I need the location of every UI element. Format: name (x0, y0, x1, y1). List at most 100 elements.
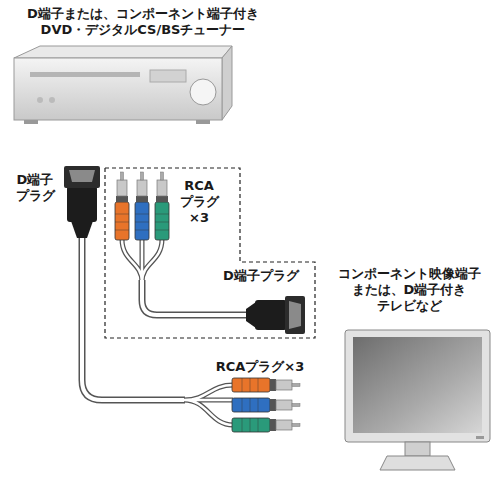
plug-label: RCAプラグ×3 (205, 359, 315, 375)
plug-sleeve (157, 180, 167, 196)
plug-pin (141, 172, 144, 180)
grip-ridge (115, 230, 129, 231)
tv-base (380, 456, 455, 470)
tuner-front (14, 58, 222, 120)
plug-face (289, 301, 301, 329)
plug-collar (136, 196, 148, 202)
plug-face (69, 170, 95, 182)
plug-pin (121, 172, 124, 180)
plug-boot (232, 398, 270, 412)
tv-neck (405, 442, 430, 456)
foot (24, 120, 38, 124)
text-holder: D端子または、コンポーネント端子付き DVD・デジタルCS/BSチューナー (18, 6, 268, 38)
tuner-side (222, 46, 232, 120)
grip-ridge (242, 418, 243, 432)
plug-collar (270, 399, 276, 411)
plug-sleeve (276, 380, 292, 390)
d-plug (64, 166, 100, 238)
grip-ridge (155, 222, 169, 223)
grip-ridge (250, 418, 251, 432)
plug-body (67, 186, 97, 222)
plug-shell (285, 296, 305, 334)
d-plug (246, 296, 305, 334)
tv-screen (353, 337, 482, 433)
text-holder: RCAプラグ×3 (205, 359, 315, 375)
grip-ridge (155, 230, 169, 231)
plug-boot (232, 418, 270, 432)
plug-label: RCA プラグ ×3 (177, 178, 221, 226)
plug-label: D端子 プラグ (10, 172, 60, 204)
foot (196, 120, 210, 124)
display (150, 70, 186, 82)
dashed-group: RCA プラグ ×3 D端子プラグ (105, 168, 315, 338)
plug-pin (292, 404, 300, 407)
plug-body (255, 300, 287, 330)
plug-boot (115, 202, 129, 240)
plug-pin (292, 424, 300, 427)
grip-ridge (242, 378, 243, 392)
text-holder: D端子 プラグ (10, 172, 60, 204)
rca-plug (115, 172, 129, 240)
device-label: コンポーネント映像端子 または、D端子付き テレビなど (326, 266, 492, 314)
tv-logo (476, 436, 484, 439)
plug-sleeve (276, 420, 292, 430)
button (37, 97, 43, 103)
grip-ridge (250, 398, 251, 412)
plug-boot (246, 302, 256, 328)
plug-sleeve (137, 180, 147, 196)
plug-sleeve (117, 180, 127, 196)
tuner-device (14, 46, 232, 124)
text-holder: D端子プラグ (213, 268, 309, 284)
cable-core (142, 280, 247, 315)
tv-set (345, 330, 490, 470)
knob (190, 79, 216, 105)
grip-ridge (135, 214, 149, 215)
cables (82, 236, 247, 425)
grip-ridge (250, 378, 251, 392)
plug-shell (64, 166, 100, 188)
plug-label: D端子プラグ (213, 268, 309, 284)
grip-ridge (115, 214, 129, 215)
rca-plug (232, 418, 300, 432)
text-holder: コンポーネント映像端子 または、D端子付き テレビなど (326, 266, 492, 314)
plug-collar (270, 419, 276, 431)
plug-pin (292, 384, 300, 387)
rca-plug (135, 172, 149, 240)
plug-collar (116, 196, 128, 202)
rca-plug (155, 172, 169, 240)
plug-boot (155, 202, 169, 240)
plug-collar (270, 379, 276, 391)
grip-ridge (258, 378, 259, 392)
grip-ridge (135, 230, 149, 231)
plug-sleeve (276, 400, 292, 410)
rca-plug (232, 398, 300, 412)
grip-ridge (155, 214, 169, 215)
grip-ridge (258, 398, 259, 412)
grip-ridge (242, 398, 243, 412)
cable-fan-core (122, 239, 162, 282)
cable-fan-outline (184, 385, 233, 425)
plug-boot (135, 202, 149, 240)
grip-ridge (135, 222, 149, 223)
grip-ridge (258, 418, 259, 432)
button (49, 97, 55, 103)
rca-plug (232, 378, 300, 392)
device-label: D端子または、コンポーネント端子付き DVD・デジタルCS/BSチューナー (18, 6, 268, 38)
plug-pin (161, 172, 164, 180)
cable-outline (142, 280, 247, 315)
tuner-top (14, 46, 232, 58)
plug-boot (71, 221, 93, 238)
dashed-outline (105, 168, 315, 338)
dashed-outline-svg (105, 168, 315, 338)
plug-collar (156, 196, 168, 202)
disc-slot (30, 72, 140, 77)
grip-ridge (115, 222, 129, 223)
plug-boot (232, 378, 270, 392)
cable-fan-outline (122, 239, 162, 282)
cable-fan-core (184, 385, 233, 425)
rca-plugs (115, 172, 300, 432)
tv-frame (345, 330, 490, 442)
text-holder: RCA プラグ ×3 (177, 178, 221, 226)
